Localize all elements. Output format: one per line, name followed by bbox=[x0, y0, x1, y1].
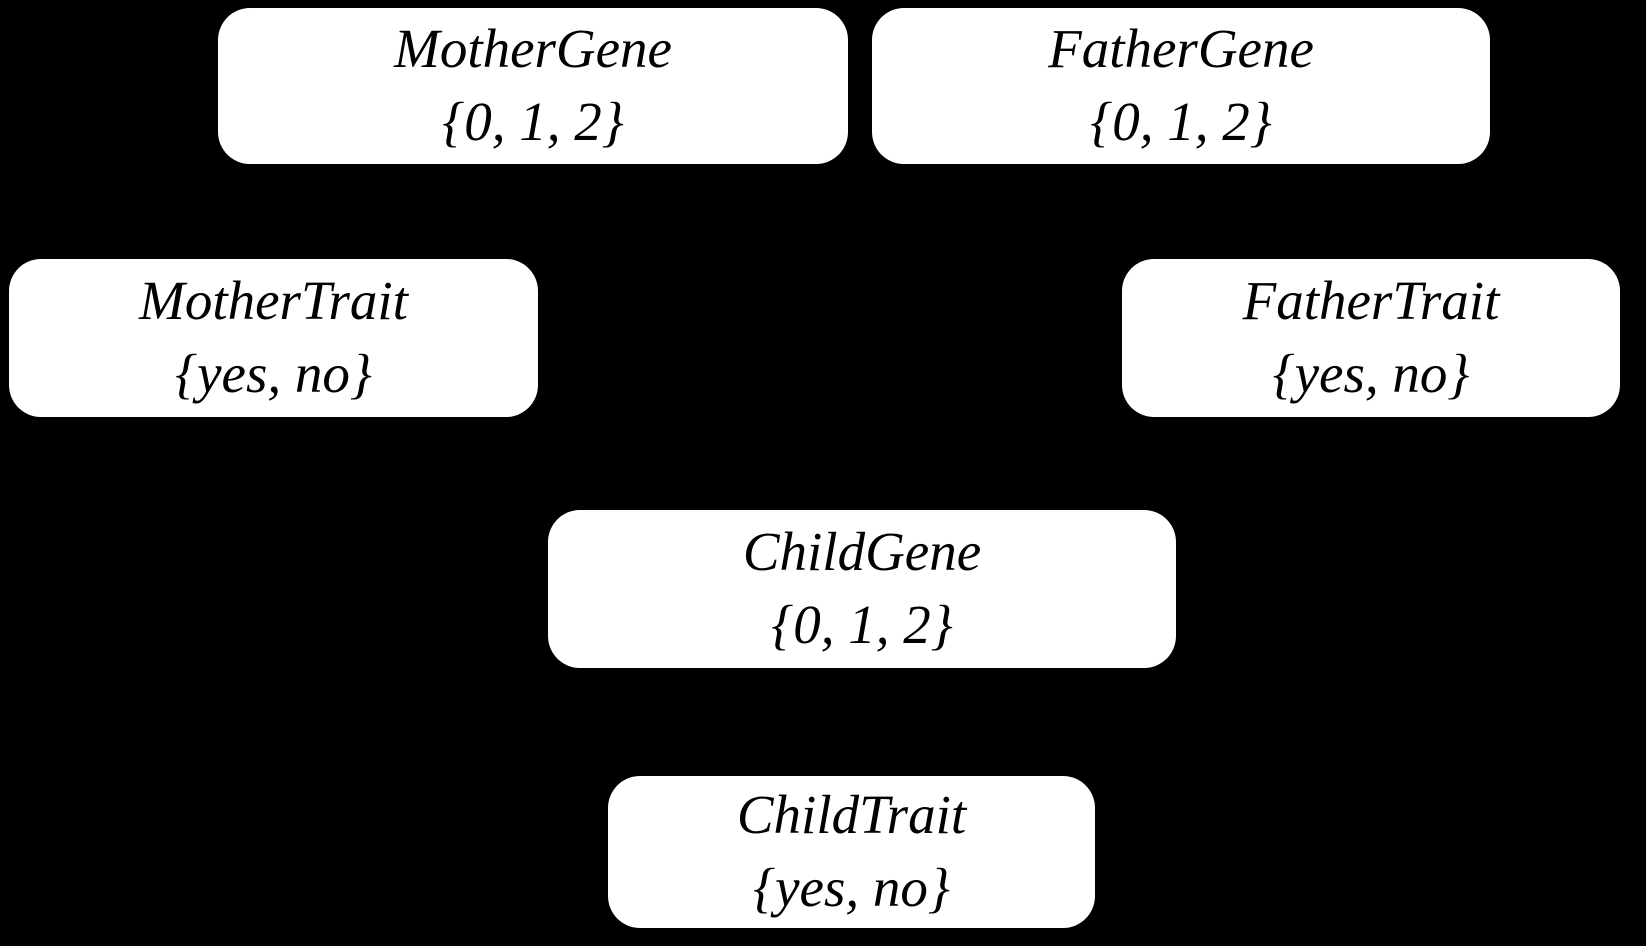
node-child-trait: ChildTrait {yes, no} bbox=[608, 776, 1095, 928]
node-father-gene-label: FatherGene bbox=[1048, 18, 1314, 80]
node-mother-gene-label: MotherGene bbox=[394, 18, 672, 80]
node-mother-gene: MotherGene {0, 1, 2} bbox=[218, 8, 848, 164]
node-child-trait-values: {yes, no} bbox=[753, 857, 950, 918]
node-mother-trait: MotherTrait {yes, no} bbox=[9, 259, 538, 417]
node-father-trait: FatherTrait {yes, no} bbox=[1122, 259, 1620, 417]
node-mother-trait-values: {yes, no} bbox=[175, 343, 372, 404]
node-child-trait-label: ChildTrait bbox=[736, 784, 967, 846]
node-father-trait-values: {yes, no} bbox=[1272, 343, 1470, 404]
node-father-gene-values: {0, 1, 2} bbox=[1090, 91, 1272, 152]
node-child-gene-label: ChildGene bbox=[742, 521, 982, 583]
node-child-gene: ChildGene {0, 1, 2} bbox=[548, 510, 1176, 668]
node-child-gene-values: {0, 1, 2} bbox=[771, 594, 953, 655]
node-mother-trait-label: MotherTrait bbox=[139, 270, 408, 332]
node-mother-gene-values: {0, 1, 2} bbox=[442, 91, 624, 152]
node-father-trait-label: FatherTrait bbox=[1242, 270, 1500, 332]
node-father-gene: FatherGene {0, 1, 2} bbox=[872, 8, 1490, 164]
